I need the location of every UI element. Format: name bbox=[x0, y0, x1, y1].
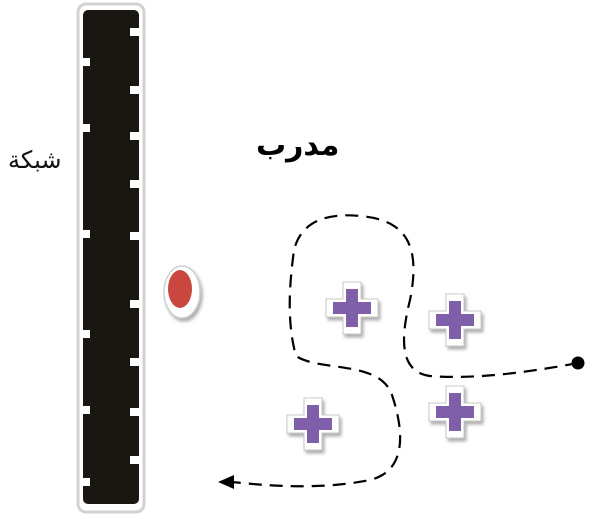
plus-marker-icon bbox=[286, 397, 340, 451]
net bbox=[76, 2, 146, 514]
net-notches bbox=[83, 28, 139, 486]
net-body bbox=[83, 10, 139, 504]
start-dot-icon bbox=[571, 356, 585, 370]
ball-icon bbox=[163, 265, 201, 319]
net-label: شبكة bbox=[8, 146, 62, 174]
coach-label: مدرب bbox=[256, 128, 340, 163]
plus-marker-icon bbox=[428, 293, 482, 347]
movement-path bbox=[231, 214, 579, 488]
plus-marker-icon bbox=[325, 281, 379, 335]
plus-marker-icon bbox=[428, 385, 482, 439]
arrowhead-icon bbox=[218, 475, 234, 489]
